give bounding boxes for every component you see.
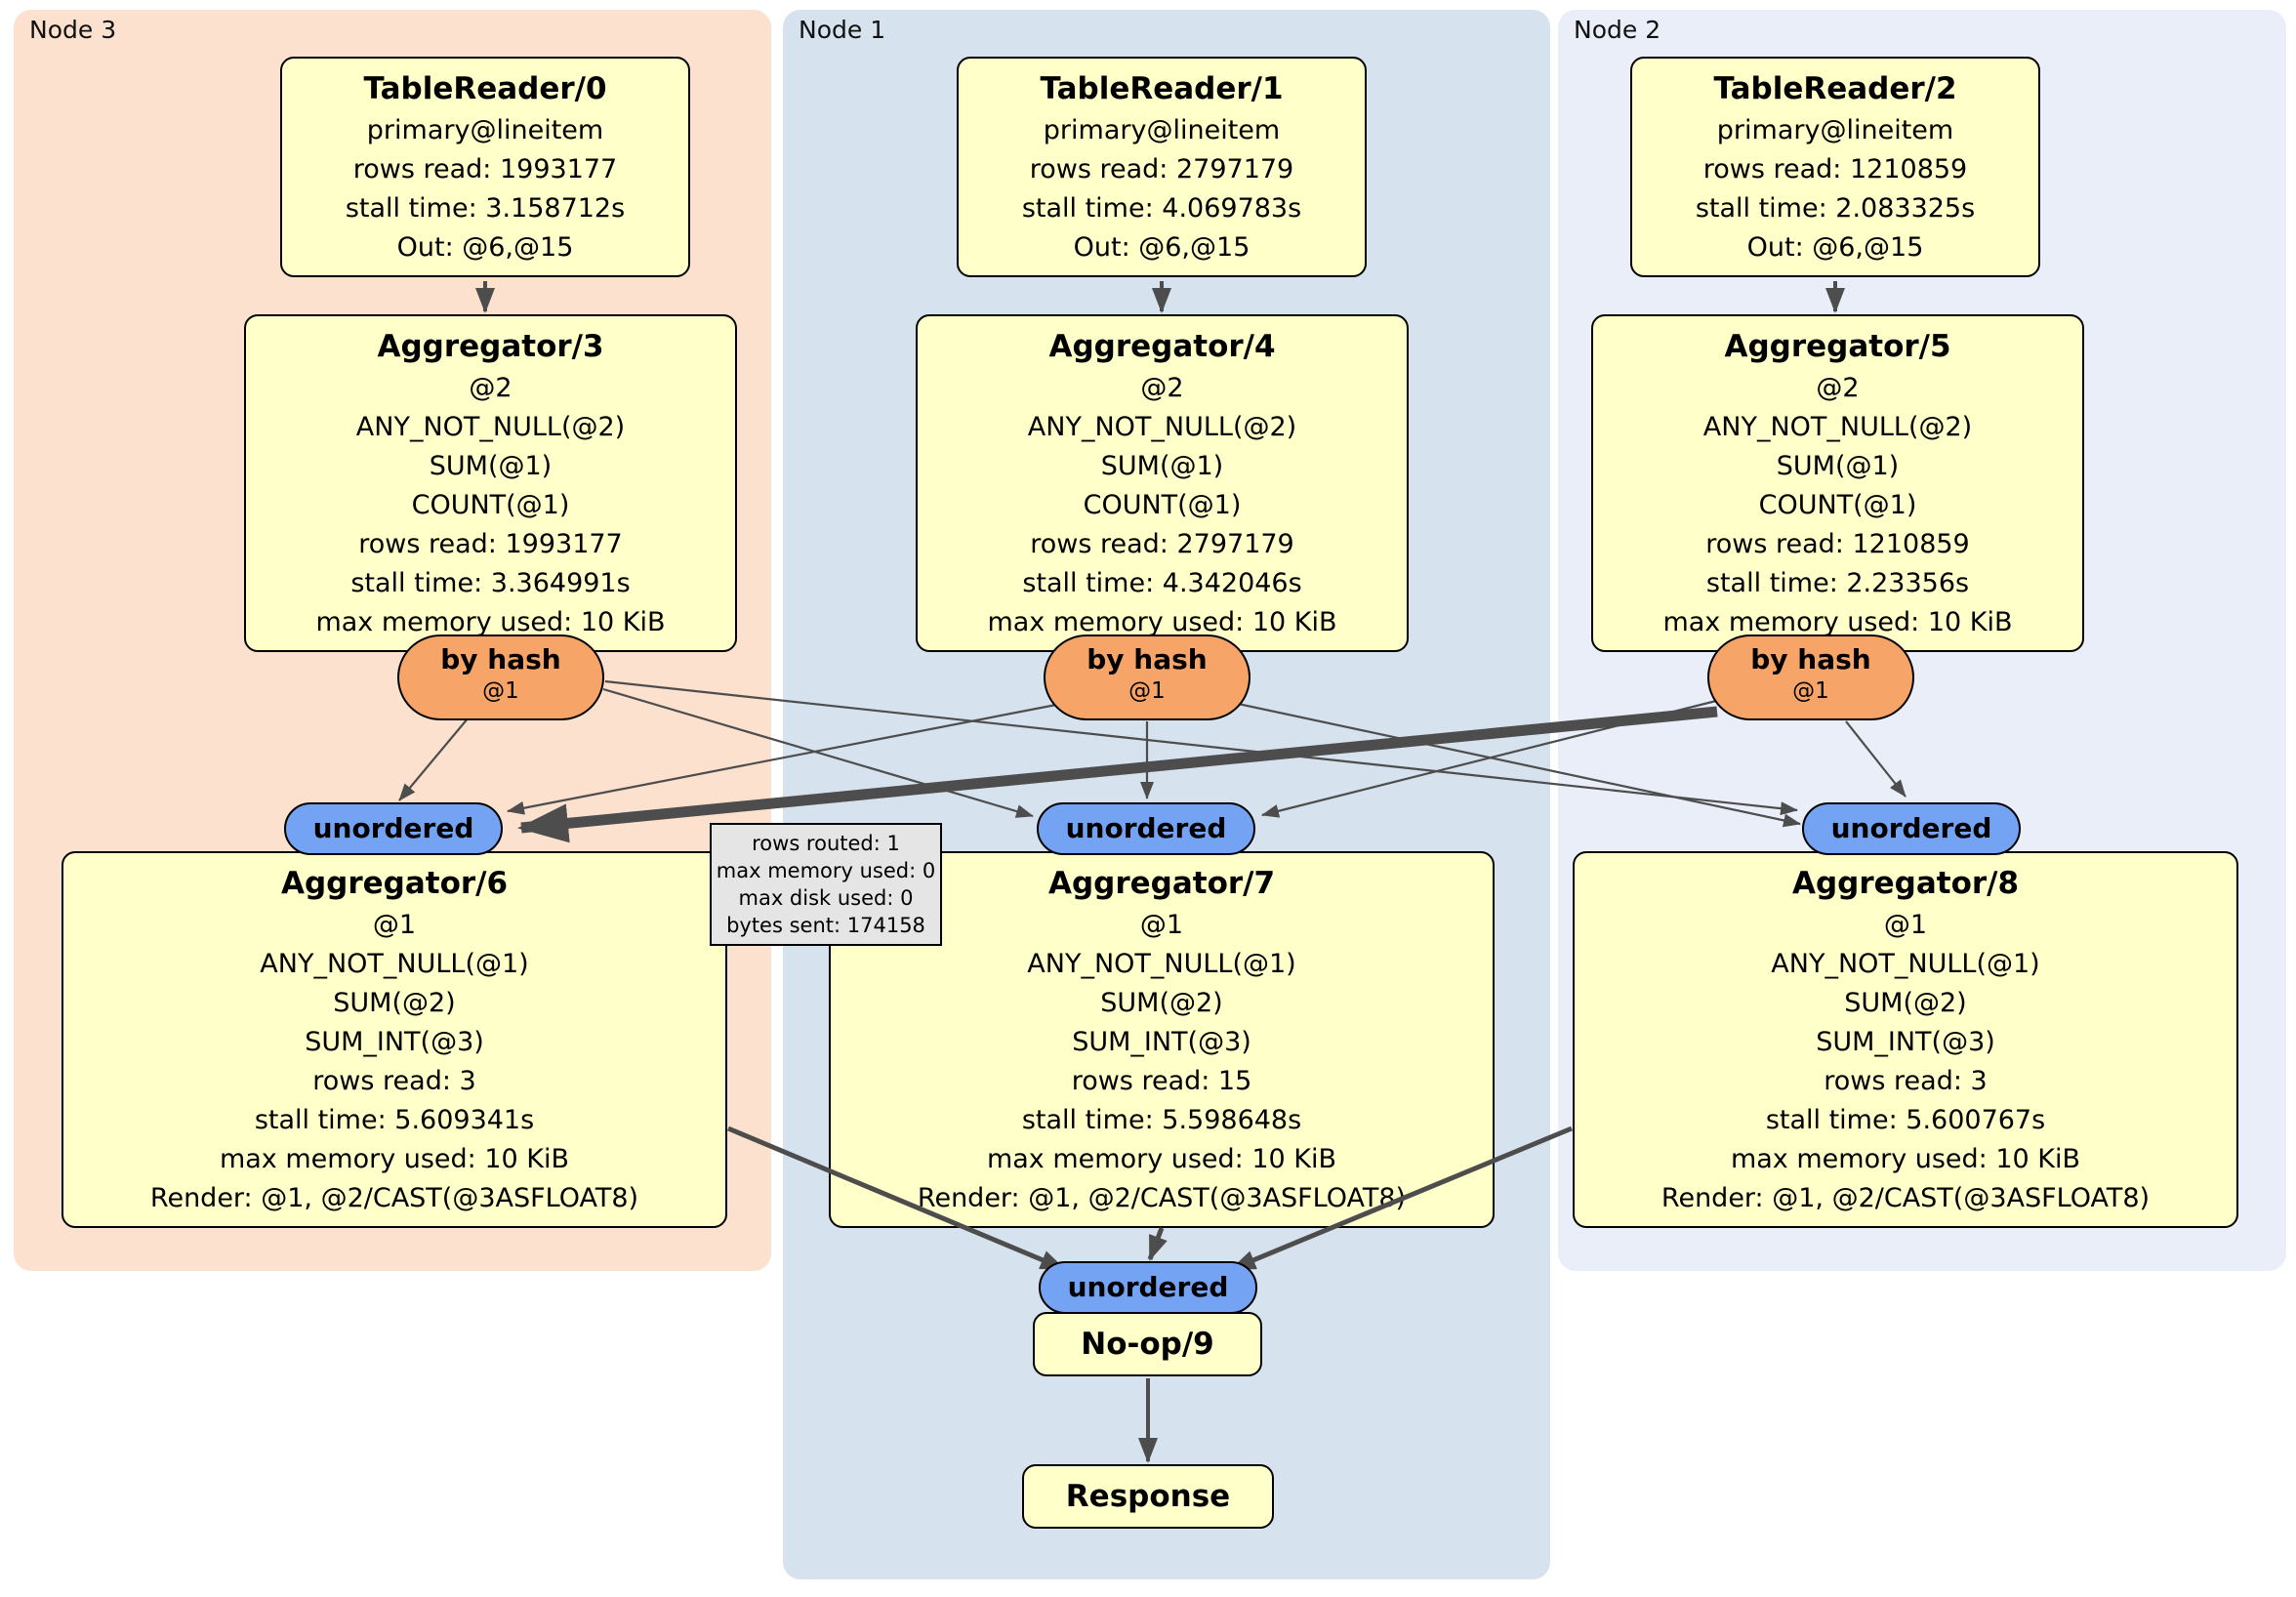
node-detail: @2 <box>1816 373 1860 403</box>
node-detail: ANY_NOT_NULL(@2) <box>1702 412 1973 442</box>
node-detail: rows read: 1210859 <box>1702 154 1968 184</box>
node-detail: stall time: 2.23356s <box>1705 568 1970 598</box>
node-detail: SUM(@2) <box>1844 988 1967 1018</box>
node-detail: stall time: 3.158712s <box>345 193 626 224</box>
router-by-hash-node2[interactable]: by hash @1 <box>1707 635 1914 720</box>
node-aggregator-3[interactable]: Aggregator/3 @2 ANY_NOT_NULL(@2) SUM(@1)… <box>244 314 737 652</box>
router-label: by hash <box>1750 643 1871 676</box>
router-by-hash-node1[interactable]: by hash @1 <box>1044 635 1250 720</box>
node-detail: Out: @6,@15 <box>396 232 574 263</box>
node-detail: max memory used: 10 KiB <box>1662 607 2013 637</box>
node-detail: Render: @1, @2/CAST(@3ASFLOAT8) <box>917 1183 1407 1213</box>
node-detail: rows read: 1210859 <box>1705 529 1970 559</box>
router-key: @1 <box>1792 678 1829 704</box>
node-response[interactable]: Response <box>1022 1464 1274 1529</box>
node-title: TableReader/1 <box>1040 71 1284 106</box>
tooltip-line: rows routed: 1 <box>752 832 900 855</box>
node-detail: SUM(@1) <box>1776 451 1900 481</box>
node-tablereader-1[interactable]: TableReader/1 primary@lineitem rows read… <box>957 57 1367 277</box>
tooltip-line: max memory used: 0 <box>716 859 936 882</box>
node-detail: @1 <box>1883 910 1928 940</box>
node-tablereader-2[interactable]: TableReader/2 primary@lineitem rows read… <box>1630 57 2040 277</box>
router-label: by hash <box>1086 643 1208 676</box>
node-detail: primary@lineitem <box>1716 115 1954 145</box>
node-title: Aggregator/5 <box>1724 329 1951 364</box>
node-detail: stall time: 2.083325s <box>1695 193 1976 224</box>
node-title: Aggregator/3 <box>377 329 604 364</box>
node-detail: rows read: 1993177 <box>358 529 623 559</box>
node-aggregator-4[interactable]: Aggregator/4 @2 ANY_NOT_NULL(@2) SUM(@1)… <box>916 314 1409 652</box>
node-detail: ANY_NOT_NULL(@2) <box>355 412 626 442</box>
node-detail: rows read: 3 <box>1824 1066 1988 1096</box>
node-detail: Render: @1, @2/CAST(@3ASFLOAT8) <box>149 1183 639 1213</box>
node-detail: max memory used: 10 KiB <box>1730 1144 2081 1174</box>
node-detail: rows read: 3 <box>312 1066 476 1096</box>
node-detail: SUM(@1) <box>1100 451 1224 481</box>
node-detail: SUM_INT(@3) <box>1816 1027 1995 1057</box>
sync-unordered-agg8[interactable]: unordered <box>1802 802 2021 855</box>
node-detail: stall time: 5.598648s <box>1021 1105 1302 1135</box>
node-detail: max memory used: 10 KiB <box>315 607 666 637</box>
router-key: @1 <box>1128 678 1166 704</box>
panel-node-3-label: Node 3 <box>29 16 117 44</box>
node-noop-9[interactable]: No-op/9 <box>1033 1312 1262 1376</box>
node-detail: SUM(@2) <box>1100 988 1223 1018</box>
node-detail: rows read: 2797179 <box>1030 529 1294 559</box>
node-detail: Render: @1, @2/CAST(@3ASFLOAT8) <box>1660 1183 2151 1213</box>
node-tablereader-0[interactable]: TableReader/0 primary@lineitem rows read… <box>280 57 690 277</box>
node-detail: @2 <box>469 373 512 403</box>
node-detail: SUM(@2) <box>333 988 456 1018</box>
router-by-hash-node3[interactable]: by hash @1 <box>397 635 604 720</box>
node-title: Aggregator/4 <box>1048 329 1276 364</box>
node-detail: max memory used: 10 KiB <box>986 1144 1337 1174</box>
node-detail: rows read: 15 <box>1071 1066 1252 1096</box>
tooltip-line: max disk used: 0 <box>738 886 914 910</box>
node-aggregator-8[interactable]: Aggregator/8 @1 ANY_NOT_NULL(@1) SUM(@2)… <box>1573 851 2238 1228</box>
node-detail: Out: @6,@15 <box>1746 232 1924 263</box>
node-aggregator-6[interactable]: Aggregator/6 @1 ANY_NOT_NULL(@1) SUM(@2)… <box>62 851 727 1228</box>
sync-unordered-noop[interactable]: unordered <box>1039 1261 1257 1314</box>
node-detail: COUNT(@1) <box>1083 490 1242 520</box>
node-detail: stall time: 4.342046s <box>1022 568 1302 598</box>
node-detail: max memory used: 10 KiB <box>219 1144 570 1174</box>
node-detail: stall time: 5.600767s <box>1765 1105 2046 1135</box>
node-detail: SUM_INT(@3) <box>305 1027 484 1057</box>
node-detail: max memory used: 10 KiB <box>987 607 1337 637</box>
panel-node-1-label: Node 1 <box>799 16 886 44</box>
node-detail: ANY_NOT_NULL(@1) <box>1771 949 2040 979</box>
node-title: TableReader/2 <box>1713 71 1957 106</box>
router-key: @1 <box>482 678 519 704</box>
node-detail: SUM(@1) <box>429 451 553 481</box>
node-aggregator-5[interactable]: Aggregator/5 @2 ANY_NOT_NULL(@2) SUM(@1)… <box>1591 314 2084 652</box>
node-title: Response <box>1065 1479 1231 1514</box>
node-detail: ANY_NOT_NULL(@2) <box>1027 412 1297 442</box>
node-title: Aggregator/6 <box>280 866 509 901</box>
node-detail: COUNT(@1) <box>1758 490 1917 520</box>
node-detail: rows read: 2797179 <box>1029 154 1294 184</box>
node-detail: @1 <box>1139 910 1184 940</box>
sync-unordered-agg7[interactable]: unordered <box>1037 802 1255 855</box>
node-detail: @1 <box>372 910 417 940</box>
node-detail: stall time: 4.069783s <box>1021 193 1302 224</box>
edge-tooltip: rows routed: 1 max memory used: 0 max di… <box>710 823 942 946</box>
node-detail: ANY_NOT_NULL(@1) <box>260 949 529 979</box>
node-detail: rows read: 1993177 <box>352 154 618 184</box>
node-title: No-op/9 <box>1081 1327 1214 1362</box>
tooltip-line: bytes sent: 174158 <box>726 914 925 937</box>
node-detail: @2 <box>1140 373 1184 403</box>
node-detail: COUNT(@1) <box>411 490 570 520</box>
node-title: TableReader/0 <box>363 71 607 106</box>
sync-unordered-agg6[interactable]: unordered <box>284 802 503 855</box>
node-detail: stall time: 5.609341s <box>254 1105 535 1135</box>
node-title: Aggregator/8 <box>1791 866 2020 901</box>
node-detail: ANY_NOT_NULL(@1) <box>1027 949 1296 979</box>
node-detail: stall time: 3.364991s <box>350 568 631 598</box>
router-label: by hash <box>440 643 561 676</box>
node-title: Aggregator/7 <box>1047 866 1276 901</box>
node-detail: SUM_INT(@3) <box>1072 1027 1251 1057</box>
node-detail: primary@lineitem <box>1043 115 1281 145</box>
node-detail: primary@lineitem <box>366 115 604 145</box>
node-detail: Out: @6,@15 <box>1073 232 1250 263</box>
panel-node-2-label: Node 2 <box>1574 16 1661 44</box>
